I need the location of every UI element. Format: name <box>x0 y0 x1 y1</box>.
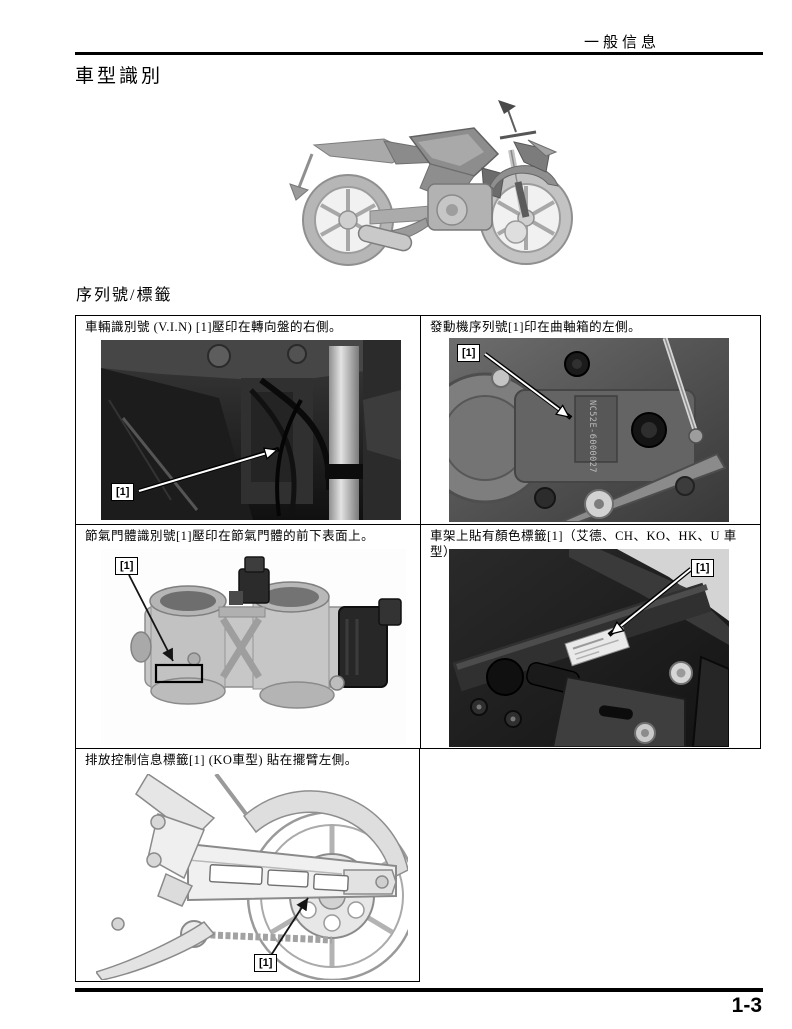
identification-table: 車輛識別號 (V.I.N) [1]壓印在轉向盤的右側。 <box>75 315 761 982</box>
swingarm-illustration: [1] <box>96 774 408 980</box>
engine-caption: 發動機序列號[1]印在曲軸箱的左側。 <box>430 320 642 334</box>
tank-highlight <box>418 134 484 166</box>
table-cell-vin: 車輛識別號 (V.I.N) [1]壓印在轉向盤的右側。 <box>75 315 420 524</box>
throttle-caption: 節氣門體識別號[1]壓印在節氣門體的前下表面上。 <box>85 529 375 543</box>
vin-photo: [1] <box>101 340 401 520</box>
muffler <box>357 224 413 252</box>
emission-caption: 排放控制信息標籤[1] (KO車型) 貼在擺臂左側。 <box>85 753 358 767</box>
table-cell-color-label: 車架上貼有顏色標籤[1]（艾德、CH、KO、HK、U 車型）。 <box>420 524 761 748</box>
throttle-body-photo: [1] <box>101 549 406 745</box>
callout-1-box: [1] <box>115 557 139 575</box>
callout-1-box: [1] <box>111 483 135 501</box>
callout-1-box: [1] <box>457 344 481 362</box>
mirror-stalk <box>507 109 517 133</box>
page-title: 車型識別 <box>75 66 164 87</box>
engine-photo: NC52E-6000027 <box>449 338 729 522</box>
color-label-photo: [1] <box>449 549 729 747</box>
footer-rule <box>75 988 763 992</box>
mirror <box>498 100 516 114</box>
callout-1-box: [1] <box>254 954 278 972</box>
table-cell-throttle-body: 節氣門體識別號[1]壓印在節氣門體的前下表面上。 <box>75 524 420 748</box>
handlebar <box>499 130 537 140</box>
page-number: 1-3 <box>731 994 762 1017</box>
fork-lower <box>514 181 530 218</box>
rear-wheel <box>302 174 394 266</box>
table-cell-emission-label: 排放控制信息標籤[1] (KO車型) 貼在擺臂左側。 <box>75 748 420 982</box>
table-cell-engine-serial: 發動機序列號[1]印在曲軸箱的左側。 <box>420 315 761 524</box>
table-cell-empty <box>420 748 761 982</box>
engine-photo-svg: NC52E-6000027 <box>449 338 729 522</box>
vin-caption: 車輛識別號 (V.I.N) [1]壓印在轉向盤的右側。 <box>85 320 343 334</box>
throttle-photo-svg <box>101 549 406 745</box>
motorcycle-illustration <box>278 92 594 270</box>
section-title: 序列號/標籤 <box>76 287 173 304</box>
clutch-center <box>446 204 458 216</box>
motorcycle-svg <box>289 100 573 266</box>
front-wheel <box>479 171 573 265</box>
vin-photo-svg <box>101 340 401 520</box>
engine-serial-stamp: NC52E-6000027 <box>587 400 597 473</box>
plate-stay <box>296 153 314 191</box>
callout-1-box: [1] <box>691 559 715 577</box>
front-fender <box>489 165 559 190</box>
swingarm-svg <box>96 774 408 980</box>
frame-photo-svg <box>449 549 729 747</box>
license-plate <box>289 183 310 201</box>
header-rule <box>75 52 763 55</box>
windscreen <box>527 139 558 157</box>
